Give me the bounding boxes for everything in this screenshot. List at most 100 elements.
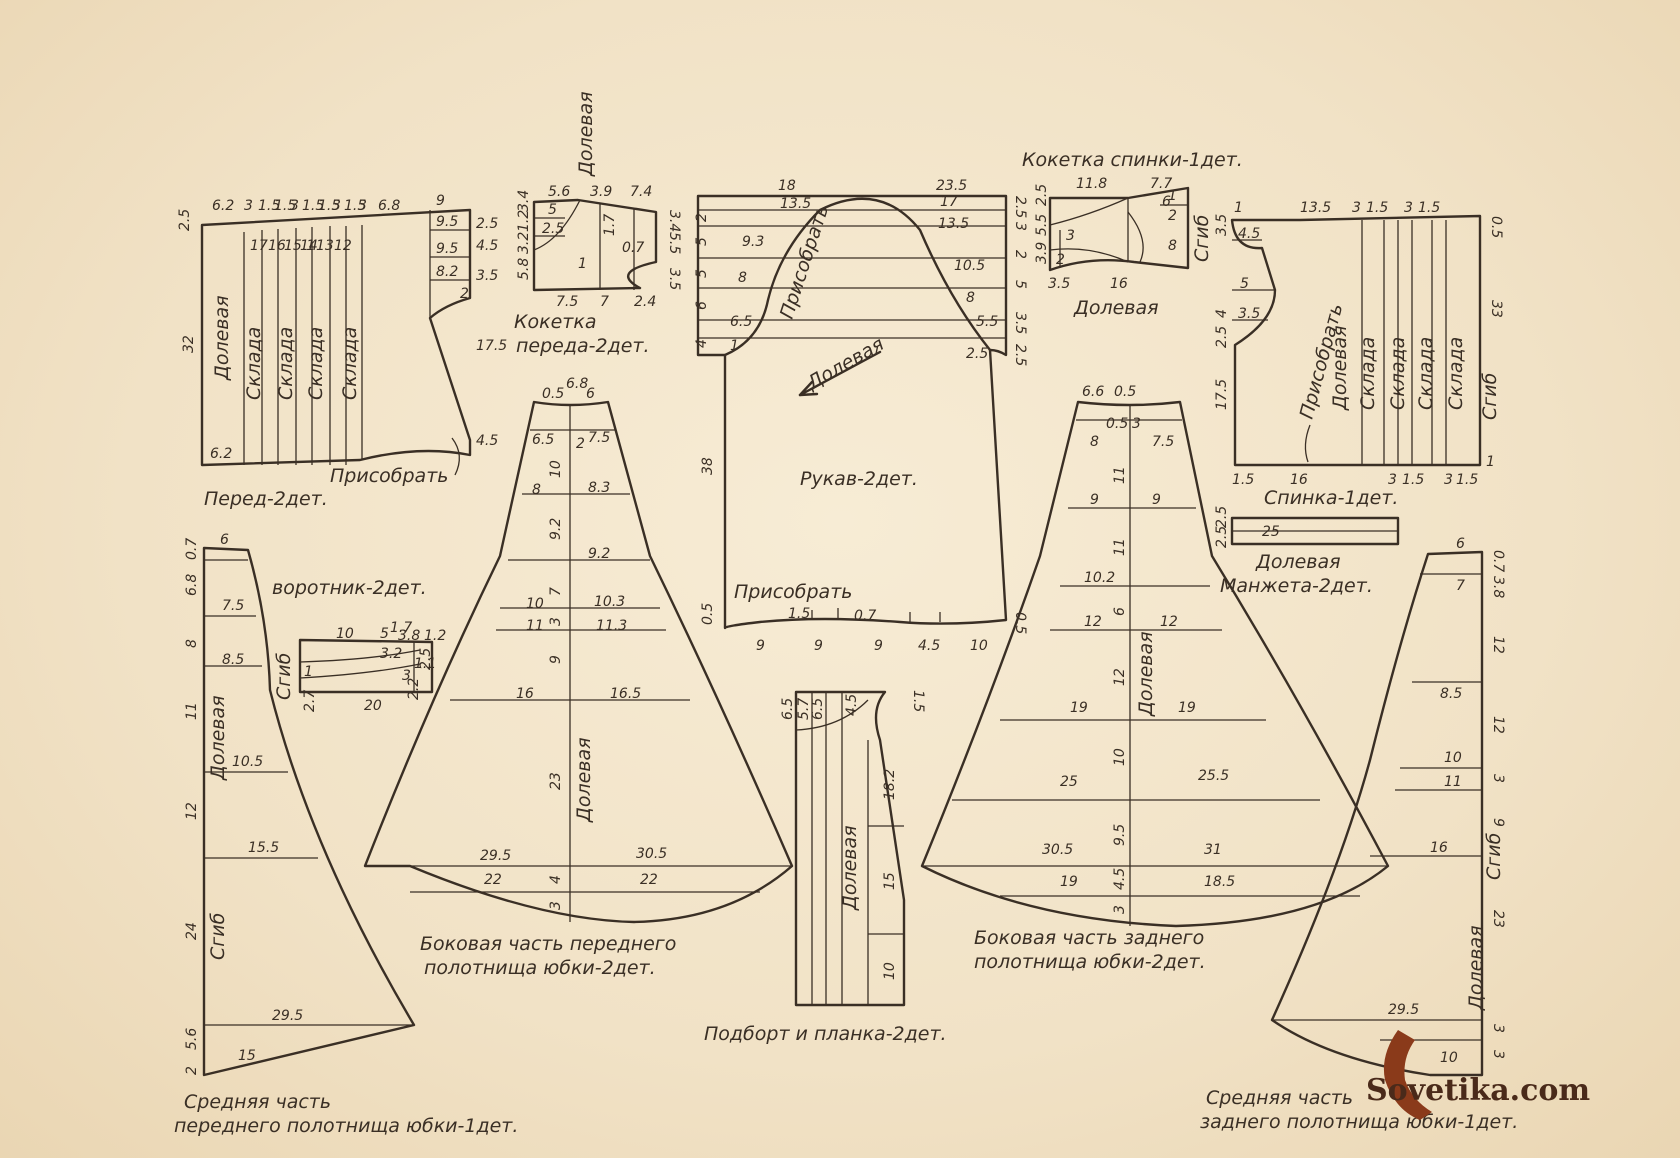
sleeve-bottom-4: 10 xyxy=(970,638,988,654)
back-top-2: 3 xyxy=(1352,200,1361,216)
sleeve-inner-left-0: 13.5 xyxy=(780,196,811,212)
front-center-grain: Долевая xyxy=(207,695,229,781)
front-center-left-4: 12 xyxy=(184,802,200,820)
front-top-0: 6.2 xyxy=(212,198,234,214)
collar-label-12: 1.1 xyxy=(414,656,436,672)
placket-top-0: 6.5 xyxy=(780,698,796,720)
back-side-top-0: 6.6 xyxy=(1082,384,1104,400)
front-inner-3: 14 xyxy=(300,238,318,254)
back-side-caption-2: полотнища юбки-2дет. xyxy=(974,951,1206,973)
back-center-width-4: 11 xyxy=(1444,774,1462,790)
back-side-left-1: 9 xyxy=(1090,492,1099,508)
front-fold-4: Склада xyxy=(339,327,361,400)
front-center-width-0: 6 xyxy=(220,532,229,548)
back-center-width-2: 8.5 xyxy=(1440,686,1462,702)
back-yoke-left-2: 3.9 xyxy=(1034,242,1050,264)
front-side-caption-2: полотнища юбки-2дет. xyxy=(424,957,656,979)
back-side-top-2: 0.5 xyxy=(1106,416,1128,432)
placket-top-2: 6.5 xyxy=(810,698,826,720)
back-side-skirt-piece: 6.6 0.5 0.5 3 8 9 10.2 12 19 25 30.5 19 … xyxy=(920,384,1390,973)
back-center-right-8: 3 xyxy=(1490,1024,1506,1033)
back-side-left-7: 19 xyxy=(1060,874,1078,890)
back-side-center-3: 12 xyxy=(1112,668,1128,686)
front-top-8: 1.5 xyxy=(344,198,366,214)
front-inner-1: 16 xyxy=(268,238,286,254)
back-center-width-7: 10 xyxy=(1440,1050,1458,1066)
front-top-labels: 6.2 3 1.5 1.5 3 1.5 1.5 3 1.5 3 6.8 9 xyxy=(212,193,445,214)
back-yoke-caption: Кокетка спинки-1дет. xyxy=(1022,149,1243,171)
back-side-right-0: 7.5 xyxy=(1152,434,1174,450)
front-yoke-piece: 5.6 3.9 7.4 3.4 1.2 3.2 5.8 5 2.5 1 0.7 … xyxy=(514,91,682,357)
sleeve-hem-marks xyxy=(811,608,941,622)
front-inner-5: 12 xyxy=(334,238,352,254)
front-side-center-5: 9 xyxy=(548,655,564,664)
front-side-right-3: 10.3 xyxy=(594,594,625,610)
back-top-5: 1.5 xyxy=(1418,200,1440,216)
placket-right-0: 18.2 xyxy=(882,769,898,800)
sleeve-mark-0: 1.5 xyxy=(788,606,810,622)
placket-top-4: 1.5 xyxy=(910,690,926,712)
front-yoke-inner-1: 2.5 xyxy=(542,221,564,237)
front-left-0: 2.5 xyxy=(177,209,193,231)
front-center-caption-1: Средняя часть xyxy=(184,1091,331,1113)
back-center-right-3: 12 xyxy=(1490,716,1506,734)
front-center-left-1: 6.8 xyxy=(184,574,200,596)
back-side-left-5: 25 xyxy=(1060,774,1078,790)
cuff-piece: 25 2.5 2.5 Долевая Манжета-2дет. xyxy=(1214,506,1400,597)
back-top-3: 1.5 xyxy=(1366,200,1388,216)
front-right-7: 17.5 xyxy=(476,338,507,354)
front-side-center-1: 10 xyxy=(548,460,564,478)
front-center-width-3: 10.5 xyxy=(232,754,263,770)
back-side-right-2: 12 xyxy=(1160,614,1178,630)
back-yoke-piece: Кокетка спинки-1дет. 11.8 7.7 2.5 5.5 3.… xyxy=(1022,149,1243,319)
front-right-2: 8.2 xyxy=(436,264,458,280)
back-side-grain: Долевая xyxy=(1135,631,1157,717)
front-yoke-left-2: 3.2 xyxy=(516,232,532,254)
sleeve-inner-right-0: 17 xyxy=(940,194,958,210)
back-fold-4: Склада xyxy=(1445,337,1467,410)
back-yoke-fold: Сгиб xyxy=(1191,214,1213,262)
front-side-center-6: 23 xyxy=(548,772,564,790)
back-fold-3: Склада xyxy=(1415,337,1437,410)
front-side-top-2: 6 xyxy=(586,386,595,402)
back-side-center-6: 4.5 xyxy=(1112,868,1128,890)
front-side-center-8: 3 xyxy=(548,901,564,910)
front-center-width-6: 15 xyxy=(238,1048,256,1064)
back-top-4: 3 xyxy=(1404,200,1413,216)
front-yoke-top-2: 7.4 xyxy=(630,184,652,200)
front-right-5: 4.5 xyxy=(476,238,498,254)
placket-piece: 6.5 5.7 6.5 4.5 1.5 18.2 15 10 Долевая П… xyxy=(704,690,947,1045)
front-inner-0: 17 xyxy=(250,238,268,254)
front-fold-2: Склада xyxy=(275,327,297,400)
collar-label-3: 5 xyxy=(380,626,389,642)
front-side-skirt-piece: 0.5 6.8 6 6.5 8 10 11 16 29.5 22 2 10 9.… xyxy=(363,376,794,979)
placket-caption: Подборт и планка-2дет. xyxy=(704,1023,947,1045)
back-left-4: 3.5 xyxy=(1238,306,1260,322)
back-piece: 1 13.5 3 1.5 3 1.5 3.5 4.5 5 4 3.5 2.5 1… xyxy=(1214,200,1504,509)
front-top-2: 1.5 xyxy=(258,198,280,214)
front-yoke-right-0: 3.4 xyxy=(666,210,682,232)
back-yoke-inner-1: 2 xyxy=(1056,252,1065,268)
back-yoke-right-0: 1 xyxy=(1168,188,1177,204)
back-yoke-bottom-0: 3.5 xyxy=(1048,276,1070,292)
sleeve-left-6: 0.5 xyxy=(700,603,716,625)
sleeve-right-4: 3.5 xyxy=(1012,312,1028,334)
back-right-0: 0.5 xyxy=(1488,216,1504,238)
front-inner-2: 15.1 xyxy=(284,238,315,254)
front-side-center-0: 2 xyxy=(576,436,585,452)
front-center-width-2: 8.5 xyxy=(222,652,244,668)
front-center-caption-2: переднего полотнища юбки-1дет. xyxy=(174,1115,518,1137)
front-yoke-left-3: 5.8 xyxy=(516,258,532,280)
placket-right-1: 15 xyxy=(882,872,898,890)
back-center-right-4: 3 xyxy=(1490,774,1506,783)
sleeve-mark-1: 0.7 xyxy=(854,608,876,624)
front-yoke-bottom-2: 2.4 xyxy=(634,294,656,310)
back-yoke-bottom-1: 16 xyxy=(1110,276,1128,292)
watermark-text: Sovetika.com xyxy=(1366,1073,1590,1108)
sleeve-inner-left-2: 8 xyxy=(738,270,747,286)
back-side-right-1: 9 xyxy=(1152,492,1161,508)
back-center-caption-2: заднего полотнища юбки-1дет. xyxy=(1200,1111,1518,1133)
sleeve-bottom-2: 9 xyxy=(874,638,883,654)
sleeve-left-5: 38 xyxy=(700,457,716,475)
back-top-1: 13.5 xyxy=(1300,200,1331,216)
